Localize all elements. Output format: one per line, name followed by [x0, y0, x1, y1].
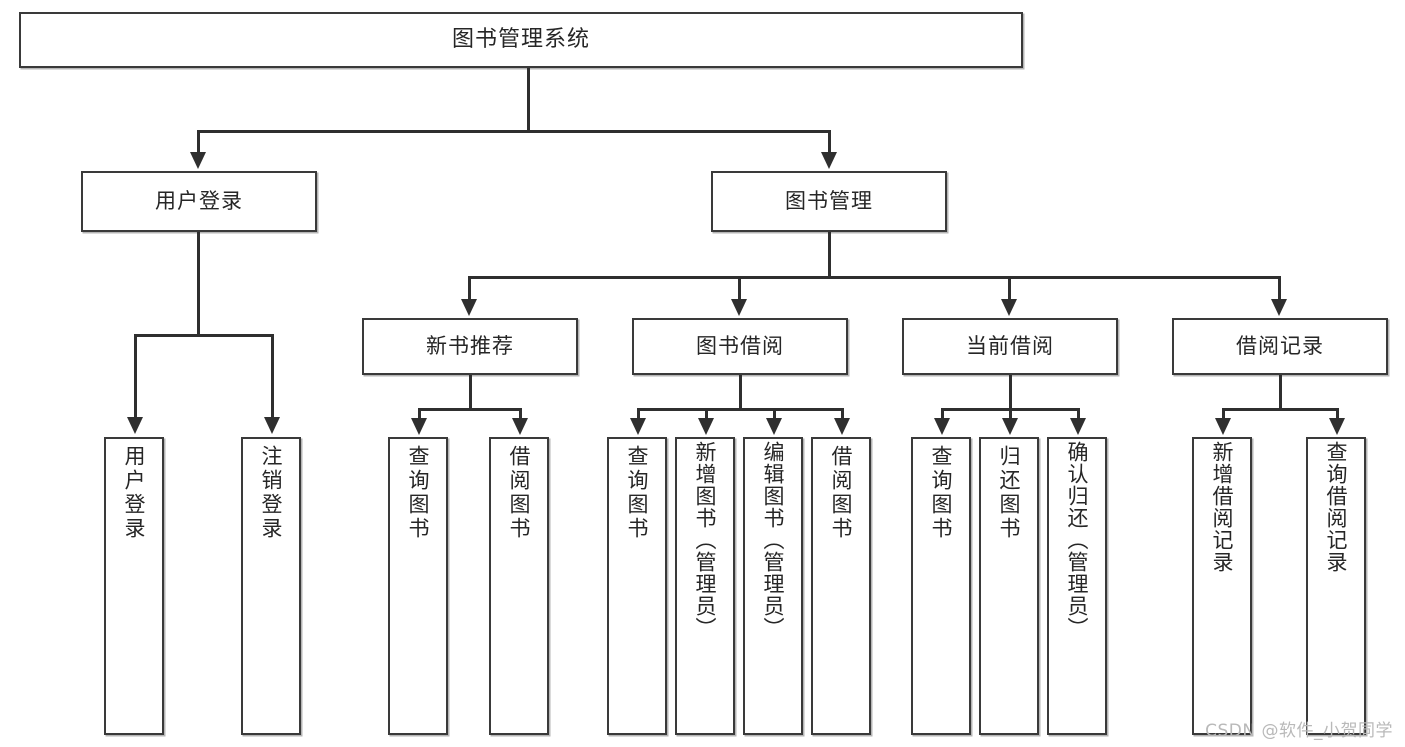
leaf-query-book-borrow[interactable]: 查询图书 [607, 437, 667, 735]
connector-user-login-bar [134, 334, 272, 337]
arrow-user-login-leaf-1 [127, 417, 143, 434]
node-label: 图书管理 [785, 189, 873, 214]
connector-user-login-leaf-2 [271, 334, 274, 418]
node-label: 归还图书 [997, 445, 1022, 541]
leaf-borrow-book-new[interactable]: 借阅图书 [489, 437, 549, 735]
leaf-user-login[interactable]: 用户登录 [104, 437, 164, 735]
connector-book-mgmt-to-book-borrow [738, 276, 741, 300]
connector-book-borrow-leaf-1 [637, 408, 640, 420]
node-label: 查询图书 [406, 445, 431, 541]
node-label: 查询图书 [929, 445, 954, 541]
connector-borrow-record-leaf-1 [1222, 408, 1225, 420]
arrow-current-borrow-leaf-1 [934, 418, 950, 435]
arrow-current-borrow-leaf-3 [1070, 418, 1086, 435]
node-root-system[interactable]: 图书管理系统 [19, 12, 1023, 68]
connector-user-login-leaf-1 [134, 334, 137, 418]
connector-borrow-record-leaf-2 [1336, 408, 1339, 420]
connector-book-borrow-leaf-3 [773, 408, 776, 420]
leaf-add-book-admin[interactable]: 新增图书（管理员） [675, 437, 735, 735]
node-book-borrow[interactable]: 图书借阅 [632, 318, 848, 375]
connector-borrow-record-stem [1279, 375, 1282, 409]
arrow-book-borrow-leaf-4 [834, 418, 850, 435]
node-label: 借阅图书 [507, 445, 532, 541]
arrow-book-mgmt-to-current-borrow [1001, 299, 1017, 316]
connector-root-bar [197, 130, 830, 133]
connector-book-borrow-stem [739, 375, 742, 409]
connector-borrow-record-bar [1222, 408, 1337, 411]
arrow-current-borrow-leaf-2 [1002, 418, 1018, 435]
node-book-management[interactable]: 图书管理 [711, 171, 947, 232]
connector-user-login-stem [197, 232, 200, 334]
node-label: 借阅记录 [1236, 334, 1324, 359]
connector-book-borrow-leaf-4 [841, 408, 844, 420]
connector-book-mgmt-to-borrow-record [1278, 276, 1281, 300]
node-label: 当前借阅 [966, 334, 1054, 359]
arrow-borrow-record-leaf-1 [1215, 418, 1231, 435]
node-label: 图书管理系统 [451, 27, 590, 53]
leaf-query-borrow-record[interactable]: 查询借阅记录 [1306, 437, 1366, 735]
node-label: 用户登录 [122, 445, 147, 541]
node-label: 用户登录 [155, 189, 243, 214]
connector-current-borrow-leaf-3 [1077, 408, 1080, 420]
node-user-login[interactable]: 用户登录 [81, 171, 317, 232]
leaf-return-book[interactable]: 归还图书 [979, 437, 1039, 735]
arrow-new-book-leaf-1 [411, 418, 427, 435]
node-label: 新增借阅记录 [1210, 441, 1235, 573]
arrow-root-to-book-mgmt [821, 152, 837, 169]
arrow-user-login-leaf-2 [264, 417, 280, 434]
arrow-book-mgmt-to-book-borrow [731, 299, 747, 316]
arrow-new-book-leaf-2 [512, 418, 528, 435]
node-label: 新增图书（管理员） [693, 441, 718, 639]
node-borrow-record[interactable]: 借阅记录 [1172, 318, 1388, 375]
leaf-logout[interactable]: 注销登录 [241, 437, 301, 735]
connector-root-to-book-mgmt [828, 130, 831, 153]
connector-new-book-bar [418, 408, 521, 411]
connector-book-mgmt-bar [468, 276, 1280, 279]
leaf-add-borrow-record[interactable]: 新增借阅记录 [1192, 437, 1252, 735]
connector-new-book-leaf-2 [519, 408, 522, 420]
arrow-borrow-record-leaf-2 [1329, 418, 1345, 435]
leaf-borrow-book[interactable]: 借阅图书 [811, 437, 871, 735]
connector-current-borrow-leaf-2 [1009, 408, 1012, 420]
connector-book-mgmt-to-current-borrow [1008, 276, 1011, 300]
node-label: 新书推荐 [426, 334, 514, 359]
arrow-book-mgmt-to-new-book [461, 299, 477, 316]
node-label: 借阅图书 [829, 445, 854, 541]
leaf-confirm-return-admin[interactable]: 确认归还（管理员） [1047, 437, 1107, 735]
connector-current-borrow-stem [1009, 375, 1012, 409]
leaf-query-book-current[interactable]: 查询图书 [911, 437, 971, 735]
node-label: 确认归还（管理员） [1065, 441, 1090, 639]
connector-book-borrow-bar [637, 408, 842, 411]
arrow-book-borrow-leaf-2 [698, 418, 714, 435]
connector-new-book-leaf-1 [418, 408, 421, 420]
node-label: 查询图书 [625, 445, 650, 541]
node-label: 注销登录 [259, 445, 284, 541]
node-label: 图书借阅 [696, 334, 784, 359]
node-label: 编辑图书（管理员） [761, 441, 786, 639]
node-new-book-recommend[interactable]: 新书推荐 [362, 318, 578, 375]
connector-root-stem [527, 68, 530, 130]
arrow-root-to-user-login [190, 152, 206, 169]
node-current-borrow[interactable]: 当前借阅 [902, 318, 1118, 375]
connector-book-borrow-leaf-2 [705, 408, 708, 420]
leaf-edit-book-admin[interactable]: 编辑图书（管理员） [743, 437, 803, 735]
arrow-book-borrow-leaf-1 [630, 418, 646, 435]
connector-new-book-stem [469, 375, 472, 409]
connector-root-to-user-login [197, 130, 200, 153]
arrow-book-borrow-leaf-3 [766, 418, 782, 435]
arrow-book-mgmt-to-borrow-record [1271, 299, 1287, 316]
connector-book-mgmt-to-new-book [468, 276, 471, 300]
node-label: 查询借阅记录 [1324, 441, 1349, 573]
leaf-query-book-new[interactable]: 查询图书 [388, 437, 448, 735]
connector-book-mgmt-stem [828, 232, 831, 276]
connector-current-borrow-leaf-1 [941, 408, 944, 420]
